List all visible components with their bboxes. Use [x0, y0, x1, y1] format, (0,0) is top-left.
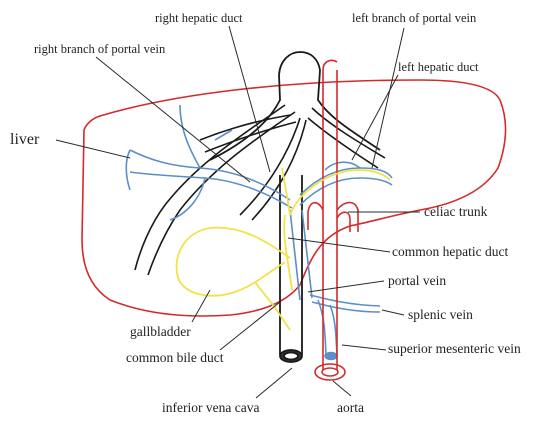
leader-liver	[56, 140, 130, 158]
leader-portal-vein	[308, 281, 384, 292]
label-right-branch-portal-vein: right branch of portal vein	[34, 42, 166, 56]
label-gallbladder: gallbladder	[130, 324, 191, 339]
bile-ducts	[177, 168, 390, 330]
leader-aorta	[333, 381, 351, 396]
aorta	[315, 60, 345, 380]
leader-right-branch-portal-vein	[96, 57, 250, 182]
label-superior-mesenteric-vein: superior mesenteric vein	[388, 341, 521, 356]
label-left-branch-portal-vein: left branch of portal vein	[352, 11, 477, 25]
label-right-hepatic-duct: right hepatic duct	[155, 11, 243, 25]
inferior-vena-cava	[210, 52, 380, 362]
label-inferior-vena-cava: inferior vena cava	[162, 400, 259, 415]
label-portal-vein: portal vein	[388, 273, 446, 288]
label-liver: liver	[10, 131, 40, 148]
celiac-trunk	[308, 203, 358, 233]
leader-inferior-vena-cava	[256, 368, 292, 398]
label-aorta: aorta	[337, 400, 364, 415]
hepatic-veins	[135, 105, 385, 275]
leader-common-bile-duct	[220, 302, 280, 350]
label-splenic-vein: splenic vein	[408, 307, 473, 322]
leader-right-hepatic-duct	[229, 26, 270, 172]
leader-superior-mesenteric-vein	[342, 345, 386, 350]
leader-lines	[56, 26, 420, 398]
leader-common-hepatic-duct	[288, 238, 390, 252]
leader-left-branch-portal-vein	[372, 28, 404, 168]
label-common-bile-duct: common bile duct	[126, 350, 224, 365]
label-common-hepatic-duct: common hepatic duct	[392, 244, 508, 259]
label-left-hepatic-duct: left hepatic duct	[398, 60, 479, 74]
leader-splenic-vein	[382, 310, 404, 315]
label-celiac-trunk: celiac trunk	[424, 204, 488, 219]
